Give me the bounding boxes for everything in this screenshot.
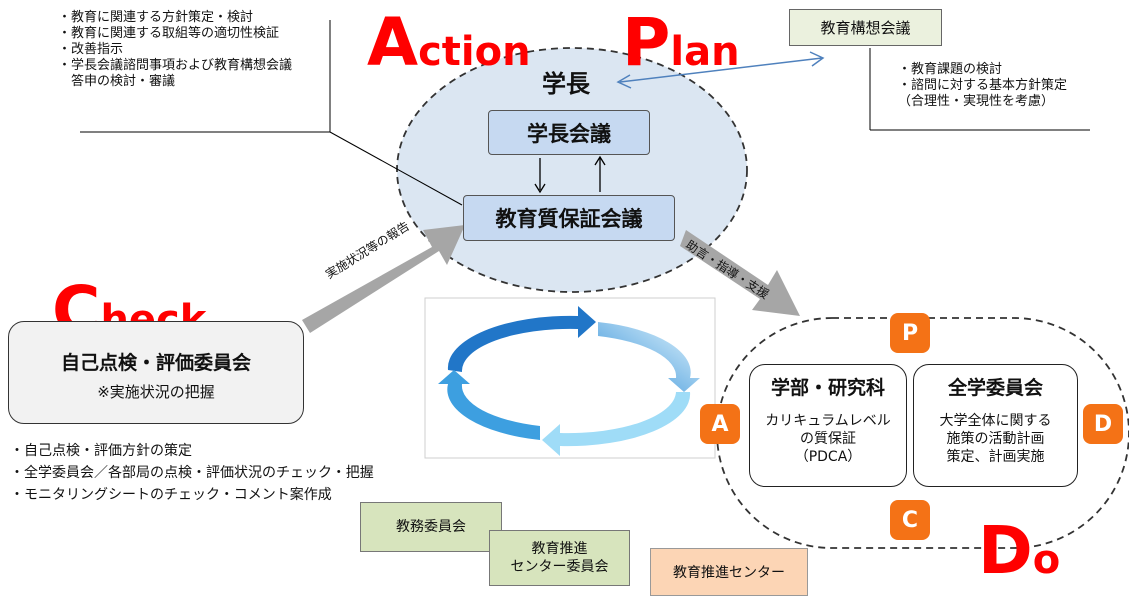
badge-d: D	[1083, 404, 1123, 444]
do-initial: D	[978, 512, 1033, 589]
advice-arrow	[680, 230, 800, 316]
action-connector-line	[329, 131, 463, 206]
faculty-title: 学部・研究科	[770, 377, 885, 399]
kousou-council-box: 教育構想会議	[789, 9, 942, 46]
do-rest: o	[1032, 537, 1061, 583]
president-council-box: 学長会議	[488, 110, 650, 155]
president-kousou-link	[619, 57, 823, 83]
kousou-arrowhead	[809, 51, 825, 67]
down-arrow-head	[534, 183, 546, 194]
promotion-center-title: 教育推進センター	[673, 565, 785, 581]
check-bullets: ・自己点検・評価方針の策定 ・全学委員会／各部局の点検・評価状況のチェック・把握…	[10, 443, 374, 503]
self-evaluation-committee-subtitle: ※実施状況の把握	[97, 383, 215, 401]
president-council-title: 学長会議	[527, 121, 611, 146]
university-committee-title: 全学委員会	[947, 377, 1043, 399]
action-bullets: ・教育に関連する方針策定・検討 ・教育に関連する取組等の適切性検証 ・改善指示 …	[58, 10, 293, 89]
plan-label: Plan	[622, 10, 740, 76]
plan-rest: lan	[670, 29, 740, 75]
faculty-desc: カリキュラムレベル の質保証 （PDCA）	[765, 413, 891, 465]
kyomu-committee-title: 教務委員会	[396, 519, 466, 535]
quality-council-box: 教育質保証会議	[463, 195, 675, 241]
action-initial: A	[367, 4, 419, 81]
kyomu-committee-box: 教務委員会	[360, 502, 502, 552]
quality-council-title: 教育質保証会議	[495, 207, 643, 231]
promotion-center-box: 教育推進センター	[650, 548, 808, 596]
promotion-center-committee-title: 教育推進 センター委員会	[510, 541, 609, 575]
badge-c: C	[890, 500, 930, 540]
promotion-center-committee-box: 教育推進 センター委員会	[489, 530, 630, 586]
kousou-council-title: 教育構想会議	[820, 19, 911, 37]
up-arrow-head	[594, 155, 606, 166]
badge-a: A	[700, 404, 740, 444]
university-committee-box: 全学委員会 大学全体に関する 施策の活動計画 策定、計画実施	[913, 364, 1078, 487]
president-label: 学長	[542, 70, 590, 98]
report-arrow	[302, 225, 465, 333]
badge-p: P	[890, 313, 930, 353]
action-rest: ction	[418, 29, 531, 75]
cycle-graphic	[438, 306, 700, 456]
kousou-bullets: ・教育課題の検討 ・諮問に対する基本方針策定 （合理性・実現性を考慮）	[898, 62, 1068, 109]
action-label: Action	[367, 10, 531, 76]
self-evaluation-committee-title: 自己点検・評価委員会	[60, 352, 251, 374]
do-label: Do	[978, 518, 1060, 584]
university-committee-desc: 大学全体に関する 施策の活動計画 策定、計画実施	[939, 413, 1052, 465]
self-evaluation-committee-box: 自己点検・評価委員会 ※実施状況の把握	[8, 321, 304, 424]
faculty-box: 学部・研究科 カリキュラムレベル の質保証 （PDCA）	[749, 364, 907, 487]
plan-initial: P	[622, 4, 671, 81]
president-arrowhead	[616, 74, 632, 89]
